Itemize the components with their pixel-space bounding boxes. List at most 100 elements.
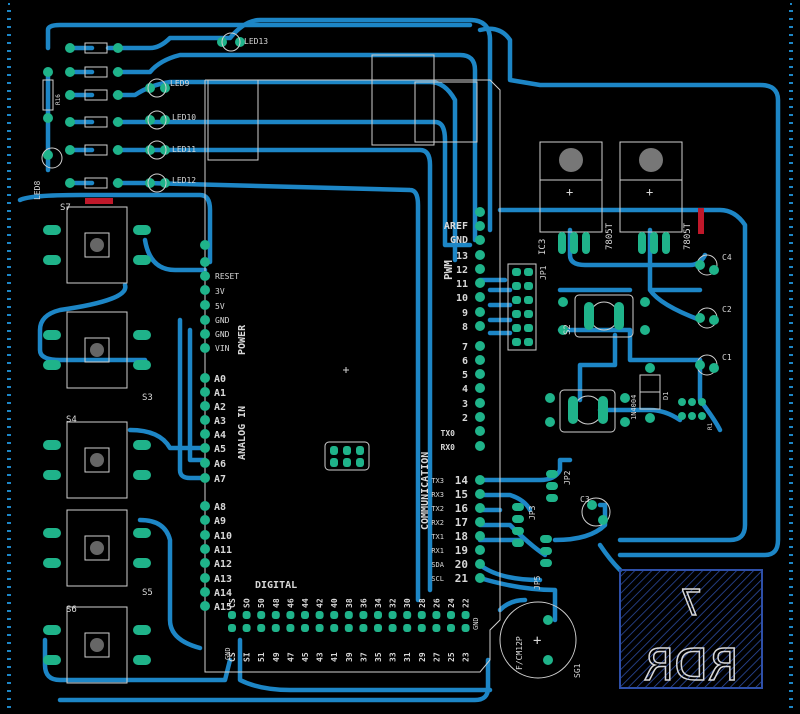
regulators: + + 7805T 7805T IC3: [538, 141, 704, 255]
power-pin-reset: RESET: [215, 272, 239, 281]
digital-pin-bottom: 49: [272, 652, 281, 662]
regulator-1-label: 7805T: [605, 222, 615, 250]
digital-pin-bottom: 51: [257, 652, 266, 662]
power-pin-gnd2: GND: [215, 330, 230, 339]
diode-label: D1: [662, 392, 670, 400]
analog-pin-a3: A3: [214, 416, 226, 427]
digital-pad: [301, 624, 309, 632]
analog-pin-a10: A10: [214, 531, 232, 542]
digital-pin-bottom: 37: [359, 652, 368, 662]
jumper-wire: [85, 198, 113, 204]
digital-pad: [301, 611, 309, 619]
digital-pin-bottom: 25: [447, 652, 456, 662]
pin-5: 5: [462, 370, 468, 381]
board-logo: 7 RDR: [619, 569, 763, 692]
jp3-label: JP3: [528, 505, 537, 520]
digital-pad: [242, 611, 251, 619]
comm-header: 14 15 16 17 18 19 20 21 TX3 RX3 TX2 RX2 …: [431, 474, 485, 585]
regulator-hole-2: [639, 148, 663, 172]
digital-pin-bottom: 43: [316, 652, 325, 662]
digital-pad: [271, 624, 280, 632]
pin-7: 7: [462, 342, 468, 353]
digital-pad: [228, 611, 236, 619]
digital-pin-top: 38: [345, 598, 354, 608]
digital-pad: [447, 611, 455, 619]
s2-switch: S2: [558, 294, 650, 338]
digital-pad: [461, 611, 470, 619]
led11-label: LED11: [172, 145, 196, 154]
digital-pin-bottom: 33: [389, 652, 398, 662]
buzzer: + F/CM12P SG1: [499, 601, 582, 679]
digital-pin-bottom: 23: [462, 652, 471, 662]
c4-label: C4: [722, 253, 732, 262]
pin-3: 3: [462, 399, 468, 410]
board-outline: [7, 3, 793, 711]
comm-num-20: 20: [455, 558, 468, 571]
comm-num-21: 21: [455, 572, 469, 585]
pin-gnd: GND: [450, 235, 468, 246]
power-pin-5v: 5V: [215, 302, 225, 311]
digital-pad: [359, 624, 368, 632]
c1-label: C1: [722, 353, 732, 362]
digital-pad: [344, 611, 353, 619]
pin-11: 11: [456, 279, 468, 290]
comm-num-14: 14: [455, 474, 469, 487]
led12-label: LED12: [172, 176, 196, 185]
digital-pad: [417, 624, 426, 632]
jp2-jp3-jp5: JP2 JP3 JP5: [512, 470, 572, 590]
digital-pin-bottom: 39: [345, 652, 354, 662]
digital-pad: [242, 624, 251, 632]
pin-4: 4: [462, 384, 468, 395]
logo-text: RDR: [643, 640, 738, 691]
digital-pin-bottom: 27: [432, 652, 441, 662]
s5-label: S5: [142, 588, 153, 598]
digital-pad: [286, 624, 295, 632]
digital-pad: [330, 611, 339, 619]
diode: 1N4004 D1: [630, 363, 670, 423]
s6-label: S6: [66, 605, 77, 615]
digital-pad: [388, 624, 397, 632]
digital-pad: [374, 611, 382, 619]
digital-pad: [257, 611, 266, 619]
comm-name-sda: SDA: [431, 561, 444, 569]
digital-pin-bottom: SI: [243, 652, 252, 662]
digital-pad: [447, 624, 455, 632]
jp2-label: JP2: [563, 470, 572, 485]
s2-label: S2: [563, 324, 573, 335]
logo-number: 7: [680, 583, 703, 624]
comm-name-scl: SCL: [431, 575, 444, 583]
s1-switch: [545, 389, 630, 433]
digital-pad: [417, 611, 426, 619]
digital-pin-top: 26: [432, 598, 441, 608]
capacitors: C1 C2 C3 C4 R1: [580, 253, 732, 527]
comm-name-rx3: RX3: [431, 491, 444, 499]
digital-pad: [388, 611, 397, 619]
analog-pin-a12: A12: [214, 559, 232, 570]
analog-pin-a5: A5: [214, 444, 226, 455]
icsp-header: [324, 367, 370, 471]
analog-pin-a15: A15: [214, 602, 232, 613]
led10-label: LED10: [172, 113, 196, 122]
svg-text:+: +: [533, 633, 541, 649]
digital-pad: [330, 624, 339, 632]
comm-num-16: 16: [455, 502, 469, 515]
digital-pad: [257, 624, 266, 632]
tactile-switches: [43, 206, 151, 684]
digital-pad: [374, 624, 382, 632]
pin-tx0: TX0: [441, 429, 456, 438]
comm-name-tx1: TX1: [431, 533, 444, 541]
analog-pin-a6: A6: [214, 459, 226, 470]
comm-num-18: 18: [455, 530, 468, 543]
comm-num-15: 15: [455, 488, 468, 501]
tactile-switch: [43, 509, 151, 587]
digital-pad: [359, 611, 368, 619]
analog-pin-a1: A1: [214, 388, 226, 399]
jp5-label: JP5: [533, 575, 542, 590]
digital-pin-top: 44: [301, 598, 310, 608]
digital-pad: [403, 624, 412, 632]
led9-label: LED9: [170, 79, 189, 88]
comm-num-19: 19: [455, 544, 468, 557]
digital-pin-top: 42: [316, 598, 325, 608]
